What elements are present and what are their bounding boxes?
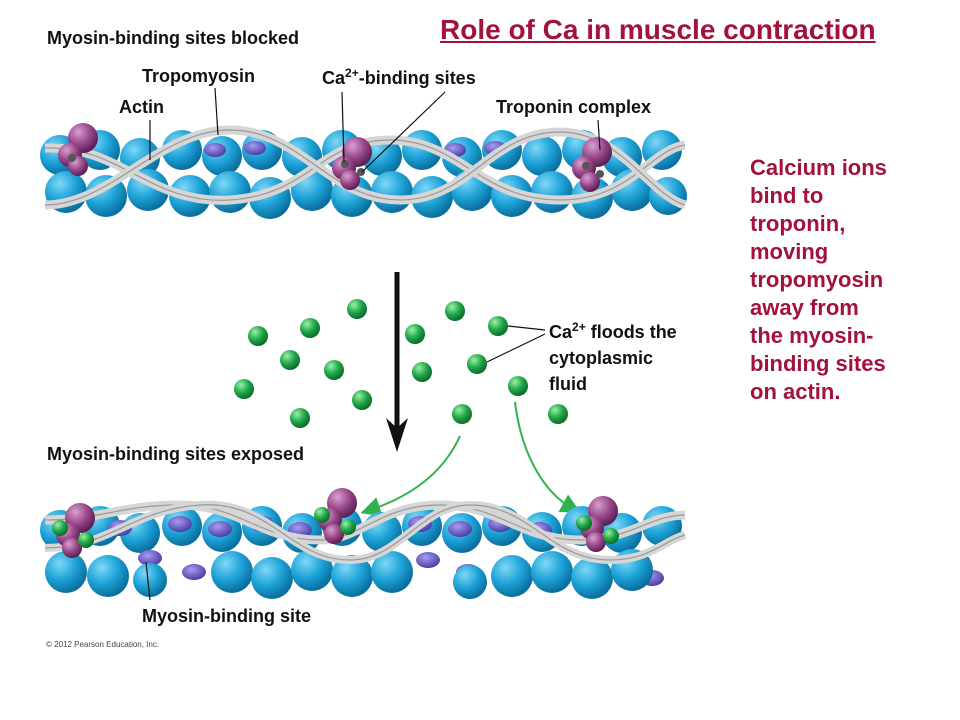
description-line: binding sites (750, 351, 886, 376)
label-ca-binding-suffix: -binding sites (358, 68, 476, 88)
troponin-complex-1 (58, 123, 98, 176)
description-line: the myosin- (750, 323, 874, 348)
label-troponin-complex: Troponin complex (496, 97, 652, 117)
troponin-complex-bound-3 (576, 496, 619, 552)
description-line: troponin, (750, 211, 846, 236)
label-floods-line2: cytoplasmic (549, 348, 654, 368)
green-arrows (360, 401, 581, 517)
label-tropomyosin: Tropomyosin (142, 66, 256, 86)
troponin-complex-3 (572, 137, 612, 192)
label-floods-sup: 2+ (572, 320, 586, 334)
label-ca-binding-prefix: Ca (322, 68, 346, 88)
troponin-complex-bound-1 (52, 503, 95, 558)
actin-filament-exposed (40, 488, 687, 599)
description-line: away from (750, 295, 859, 320)
down-arrow-icon (386, 272, 408, 452)
label-actin: Actin (119, 97, 164, 117)
leader-line-myosin-site (145, 561, 151, 601)
actin-front-row-bottom (45, 549, 653, 599)
label-sites-blocked: Myosin-binding sites blocked (47, 28, 300, 48)
label-ca-binding-sites: Ca2+-binding sites (322, 66, 476, 89)
label-ca-floods: Ca2+ floods the cytoplasmic fluid (549, 314, 677, 397)
troponin-complex-2 (332, 137, 372, 190)
label-floods-prefix: Ca (549, 322, 573, 342)
label-floods-line3: fluid (549, 374, 587, 394)
page-title: Role of Ca in muscle contraction (440, 14, 876, 45)
myosin-binding-sites-blocked (204, 141, 506, 157)
troponin-complex-bound-2 (314, 488, 357, 544)
leader-lines-calcium (486, 325, 546, 363)
leader-lines-top (149, 87, 601, 173)
description-line: tropomyosin (750, 267, 884, 292)
description-line: bind to (750, 183, 824, 208)
description-text: Calcium ions bind to troponin, moving tr… (750, 154, 950, 406)
label-floods-line1: floods the (585, 322, 677, 342)
label-ca-binding-sup: 2+ (345, 66, 359, 80)
actin-filament-blocked (40, 123, 687, 219)
calcium-ions (234, 299, 568, 428)
description-line: moving (750, 239, 829, 264)
label-sites-exposed: Myosin-binding sites exposed (47, 444, 305, 464)
copyright-notice: © 2012 Pearson Education, Inc. (46, 640, 160, 649)
description-line: on actin. (750, 379, 841, 404)
label-myosin-binding-site: Myosin-binding site (142, 606, 311, 626)
description-line: Calcium ions (750, 155, 887, 180)
